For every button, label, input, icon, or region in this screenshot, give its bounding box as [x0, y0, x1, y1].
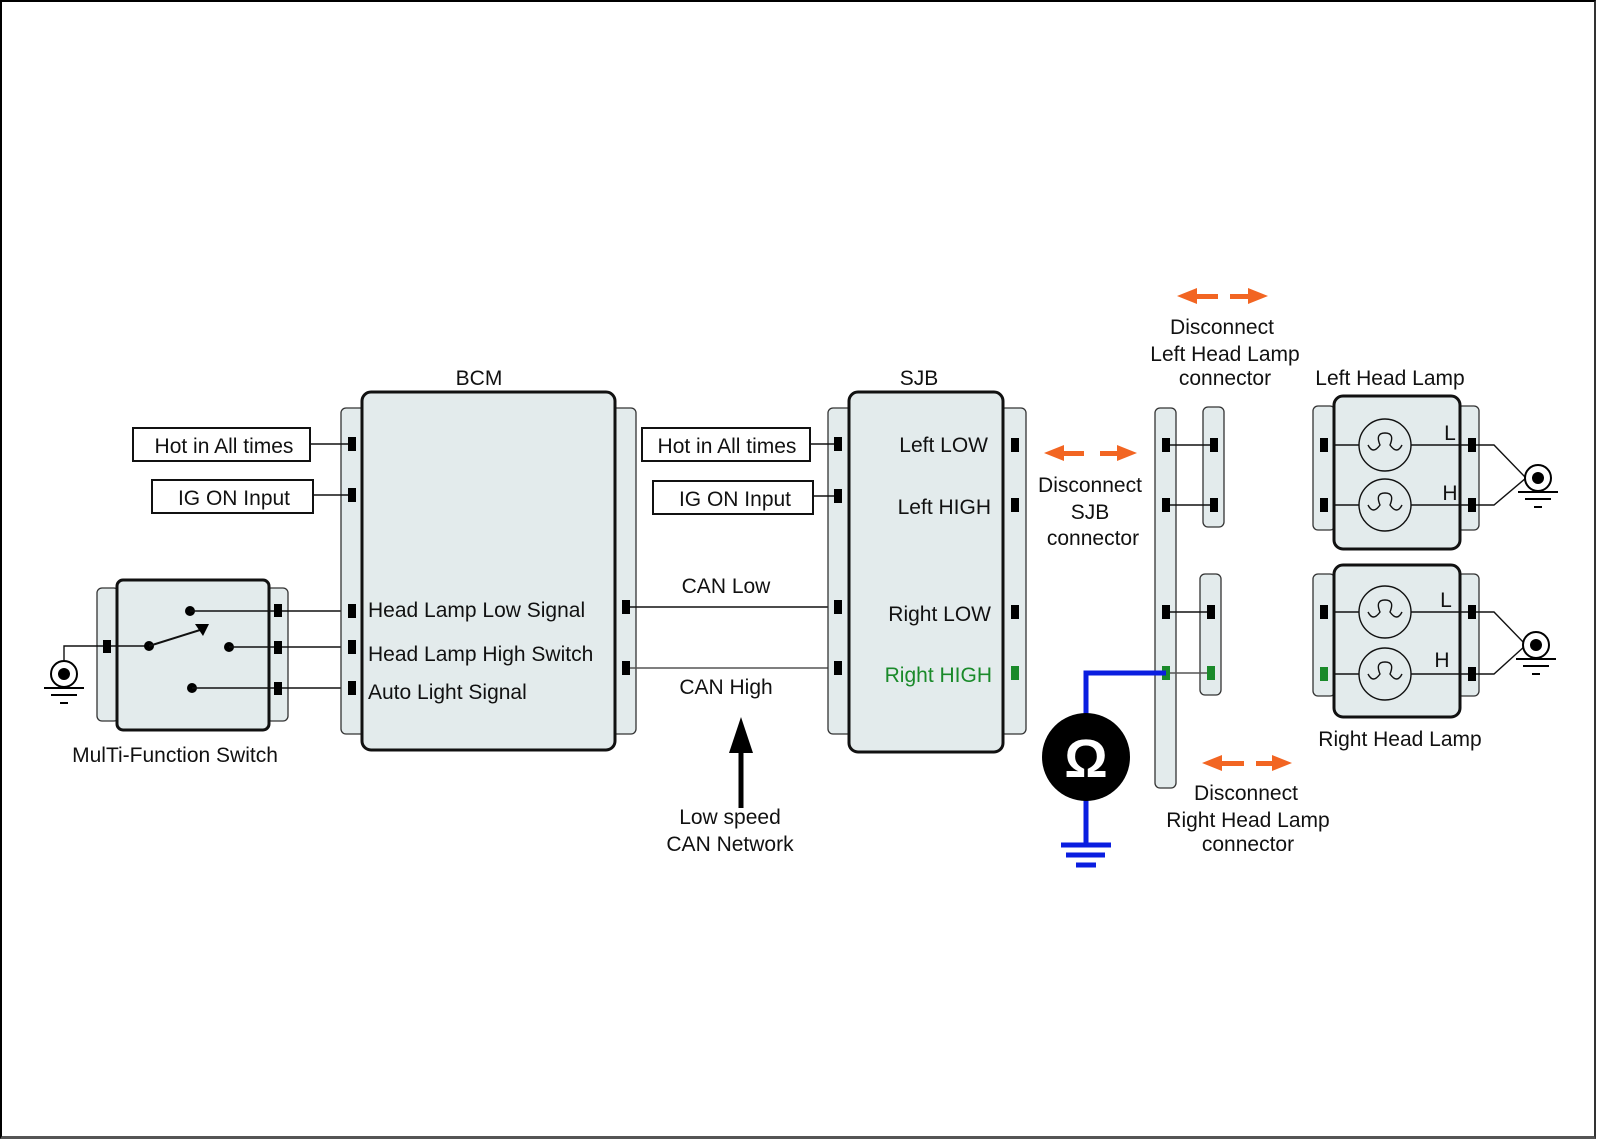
right-lamp-title: Right Head Lamp — [1318, 728, 1481, 751]
switch-pin-1 — [274, 604, 282, 617]
ohmmeter: Ω — [1042, 670, 1166, 868]
sjb-pin-hot — [834, 437, 842, 451]
left-lamp-ground-icon — [1518, 464, 1558, 508]
can-high-label: CAN High — [679, 676, 772, 699]
left-low-bulb-icon — [1358, 418, 1412, 472]
svg-text:Hot in All times: Hot in All times — [155, 435, 294, 458]
disconnect-right-line2: Right Head Lamp — [1166, 809, 1329, 832]
sjb-module: SJB Left LOW Left HIGH Right LOW Right H… — [827, 367, 1027, 754]
disconnect-left-arrows-icon — [1177, 288, 1268, 304]
switch-pin-2 — [274, 641, 282, 654]
multi-function-switch: MulTi-Function Switch — [44, 578, 289, 767]
sjb-input-ig: IG ON Input — [652, 480, 834, 515]
bcm-input-hot: Hot in All times — [132, 427, 348, 462]
can-network-label-1: Low speed — [679, 806, 781, 829]
bcm-pin-can-high — [622, 661, 630, 675]
right-lamp-ground-icon — [1516, 631, 1556, 675]
bcm-pin-hot — [348, 437, 356, 451]
left-lamp-h-label: H — [1442, 482, 1457, 505]
bcm-input-ig: IG ON Input — [151, 479, 348, 514]
right-low-bulb-icon — [1358, 585, 1412, 639]
bcm-pin-low — [348, 604, 356, 618]
left-lamp-connector-rail — [1202, 406, 1225, 528]
right-head-lamp: L H Right Head Lamp — [1312, 563, 1556, 751]
sjb-pin-left-high — [1011, 498, 1019, 512]
sjb-body — [847, 390, 1005, 754]
sjb-pin-can-low — [834, 600, 842, 614]
bcm-pin-auto — [348, 681, 356, 695]
disconnect-right-arrows-icon — [1202, 755, 1292, 771]
sjb-input-hot: Hot in All times — [641, 427, 834, 462]
disconnect-sjb-line2: SJB — [1071, 501, 1110, 524]
bcm-module: BCM Head Lamp Low Signal Head Lamp High … — [340, 367, 637, 752]
right-high-bulb-icon — [1358, 647, 1412, 701]
harness-rail — [1154, 407, 1177, 789]
bcm-pin-high — [348, 640, 356, 654]
svg-text:Hot in All times: Hot in All times — [658, 435, 797, 458]
bcm-label-high-switch: Head Lamp High Switch — [368, 643, 593, 666]
svg-text:IG ON Input: IG ON Input — [679, 488, 791, 511]
meter-probe-wire — [1083, 670, 1166, 714]
right-lamp-connector-rail — [1199, 573, 1222, 696]
disconnect-left-line1: Disconnect — [1170, 316, 1274, 339]
disconnect-left-line2: Left Head Lamp — [1150, 343, 1299, 366]
left-lamp-l-label: L — [1444, 422, 1456, 445]
left-lamp-title: Left Head Lamp — [1315, 367, 1464, 390]
bcm-title: BCM — [456, 367, 503, 390]
bcm-pin-ig — [348, 488, 356, 502]
can-network-label-2: CAN Network — [666, 833, 794, 856]
bcm-label-auto-light: Auto Light Signal — [368, 681, 527, 704]
disconnect-left-line3: connector — [1179, 367, 1271, 390]
disconnect-right-line3: connector — [1202, 833, 1294, 856]
disconnect-sjb-line1: Disconnect — [1038, 474, 1142, 497]
sjb-title: SJB — [900, 367, 939, 390]
disconnect-sjb-line3: connector — [1047, 527, 1139, 550]
sjb-label-left-low: Left LOW — [899, 434, 988, 457]
disconnect-sjb-arrows-icon — [1044, 445, 1137, 461]
switch-ground-pin — [103, 640, 111, 653]
meter-ground-icon — [1061, 842, 1111, 868]
up-arrow-icon — [729, 717, 753, 808]
right-lamp-l-label: L — [1440, 589, 1452, 612]
switch-label: MulTi-Function Switch — [72, 744, 278, 767]
ohm-meter-icon — [1042, 713, 1130, 801]
left-high-bulb-icon — [1358, 478, 1412, 532]
sjb-pin-left-low — [1011, 438, 1019, 452]
bcm-pin-can-low — [622, 600, 630, 614]
can-low-label: CAN Low — [682, 575, 772, 598]
disconnect-right-line1: Disconnect — [1194, 782, 1298, 805]
sjb-pin-right-low — [1011, 605, 1019, 619]
ohm-symbol: Ω — [1064, 729, 1107, 789]
svg-text:IG ON Input: IG ON Input — [178, 487, 290, 510]
bcm-label-low-signal: Head Lamp Low Signal — [368, 599, 585, 622]
switch-arrow-icon — [195, 624, 209, 636]
sjb-label-left-high: Left HIGH — [898, 496, 991, 519]
left-head-lamp: Left Head Lamp L H — [1312, 367, 1558, 551]
bcm-body — [360, 390, 617, 752]
sjb-pin-ig — [834, 489, 842, 503]
harness-connector — [1154, 406, 1225, 789]
right-lamp-h-label: H — [1434, 649, 1449, 672]
can-bus: CAN Low CAN High Low speed CAN Network — [630, 575, 835, 856]
switch-pin-3 — [274, 682, 282, 695]
switch-body — [115, 578, 271, 732]
ground-icon — [44, 660, 84, 704]
sjb-pin-right-high — [1011, 666, 1019, 680]
sjb-label-right-low: Right LOW — [888, 603, 991, 626]
sjb-label-right-high: Right HIGH — [885, 664, 992, 687]
sjb-pin-can-high — [834, 661, 842, 675]
